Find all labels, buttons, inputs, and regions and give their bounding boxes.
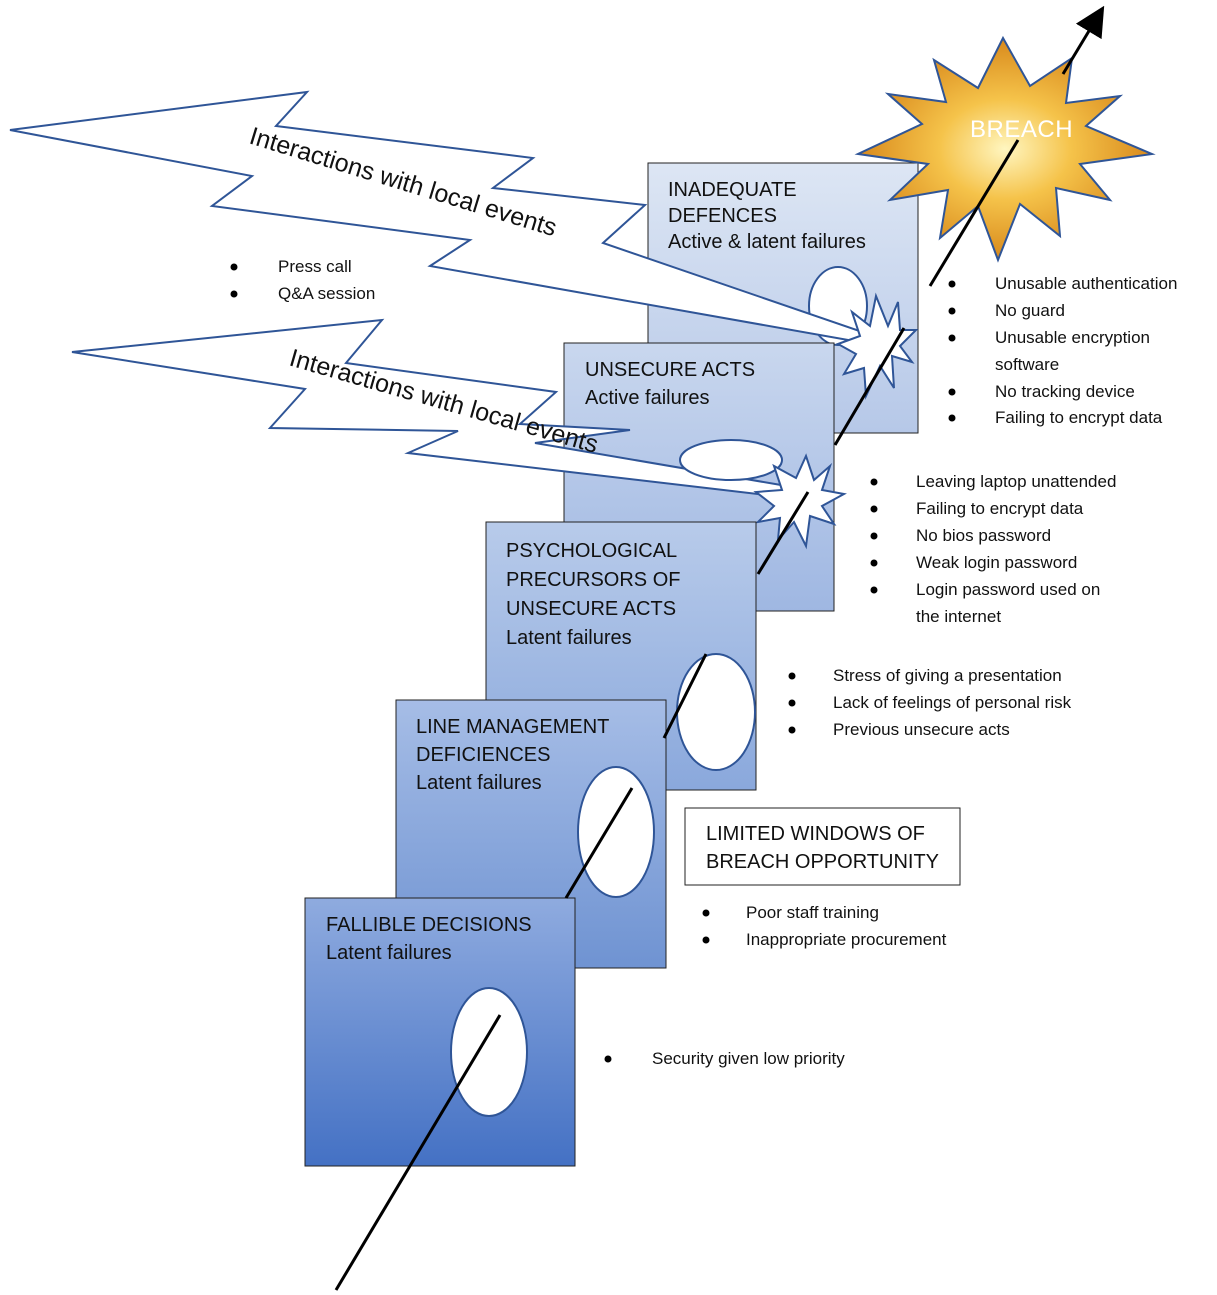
windows-line2: BREACH OPPORTUNITY (706, 851, 939, 873)
bullet-failing-encrypt-1: Failing to encrypt data (995, 408, 1163, 427)
starburst-slice2 (753, 453, 847, 550)
bullet-unusable-authentication: Unusable authentication (995, 274, 1177, 293)
slice3-title: PSYCHOLOGICAL (506, 540, 677, 562)
breach-label: BREACH (970, 116, 1073, 143)
slice2-title: UNSECURE ACTS (585, 359, 755, 381)
slice5-bullets: Security given low priority (604, 1049, 845, 1068)
slice-fallible-decisions: FALLIBLE DECISIONS Latent failures (304, 897, 576, 1167)
slice4-bullets: Poor staff training Inappropriate procur… (702, 903, 947, 949)
windows-line1: LIMITED WINDOWS OF (706, 823, 925, 845)
bullet-laptop-unattended: Leaving laptop unattended (916, 472, 1116, 491)
bullet-the-internet: the internet (916, 607, 1001, 626)
slice1-title: INADEQUATE (668, 179, 797, 201)
breach-starburst: BREACH (854, 35, 1156, 263)
bullet-failing-encrypt-2: Failing to encrypt data (916, 499, 1084, 518)
slice1-title2: DEFENCES (668, 205, 777, 227)
slice4-title: LINE MANAGEMENT (416, 716, 609, 738)
slice4-title2: DEFICIENCES (416, 744, 550, 766)
bullet-press-call: Press call (278, 257, 352, 276)
bullet-unusable-encryption: Unusable encryption (995, 328, 1150, 347)
slice2-title2: Active failures (585, 387, 710, 409)
slice5-title: FALLIBLE DECISIONS (326, 914, 532, 936)
slice3-title4: Latent failures (506, 627, 632, 649)
bullet-qa-session: Q&A session (278, 284, 375, 303)
slice1-title3: Active & latent failures (668, 231, 866, 253)
bullet-no-guard: No guard (995, 301, 1065, 320)
bullet-poor-staff-training: Poor staff training (746, 903, 879, 922)
bullet-no-bios-password: No bios password (916, 526, 1051, 545)
slice3-bullets: Stress of giving a presentation Lack of … (788, 666, 1072, 739)
slice4-title3: Latent failures (416, 772, 542, 794)
bullet-weak-login-password: Weak login password (916, 553, 1077, 572)
slice5-title2: Latent failures (326, 942, 452, 964)
bolt-upper-bullets: Press call Q&A session (230, 257, 375, 303)
limited-windows-box: LIMITED WINDOWS OF BREACH OPPORTUNITY (684, 807, 961, 886)
slice2-bullets: Leaving laptop unattended Failing to enc… (870, 472, 1116, 626)
bullet-lack-personal-risk: Lack of feelings of personal risk (833, 693, 1072, 712)
bullet-software: software (995, 355, 1059, 374)
bullet-security-low-priority: Security given low priority (652, 1049, 845, 1068)
slice3-title3: UNSECURE ACTS (506, 598, 676, 620)
slice1-bullets: Unusable authentication No guard Unusabl… (948, 274, 1177, 427)
bullet-previous-unsecure-acts: Previous unsecure acts (833, 720, 1010, 739)
bullet-login-password-internet: Login password used on (916, 580, 1100, 599)
trajectory-line (334, 5, 1105, 1291)
slice3-title2: PRECURSORS OF (506, 569, 680, 591)
bullet-inappropriate-procurement: Inappropriate procurement (746, 930, 947, 949)
bullet-no-tracking-device: No tracking device (995, 382, 1135, 401)
bullet-stress-presentation: Stress of giving a presentation (833, 666, 1062, 685)
